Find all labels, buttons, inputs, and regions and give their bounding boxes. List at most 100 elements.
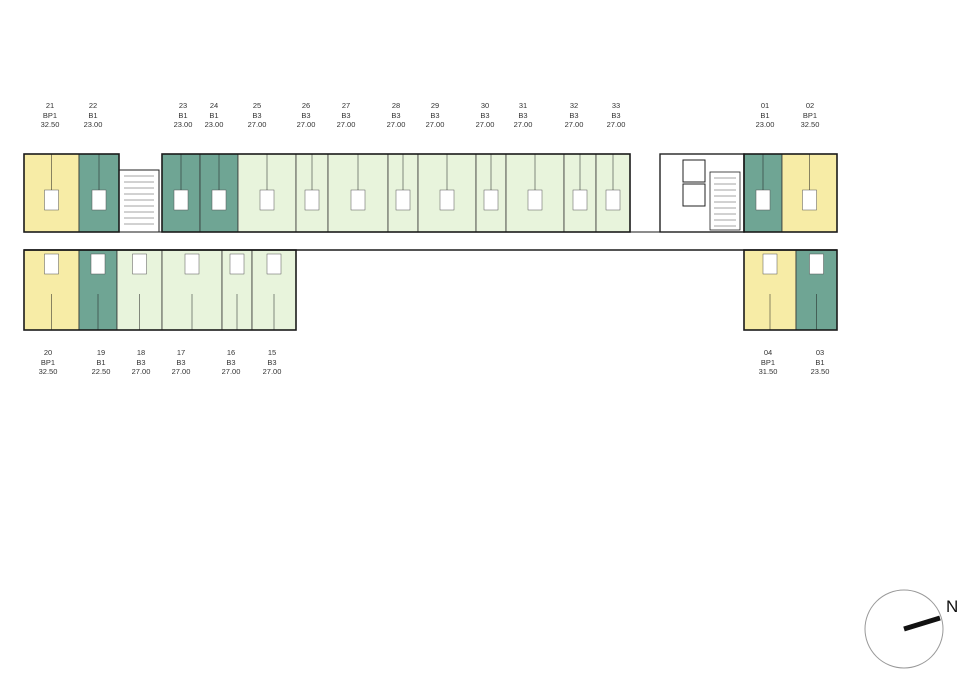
unit-type: B3 bbox=[341, 110, 351, 120]
corridor bbox=[24, 232, 837, 250]
bathroom-01 bbox=[755, 189, 771, 211]
unit-type: B1 bbox=[209, 110, 219, 120]
lift-shaft-1 bbox=[682, 159, 706, 183]
unit-type: B3 bbox=[611, 110, 621, 120]
unit-area: 27.00 bbox=[296, 120, 316, 129]
compass-needle bbox=[903, 615, 941, 632]
unit-type: B3 bbox=[176, 357, 186, 367]
unit-area: 27.00 bbox=[606, 120, 626, 129]
unit-type: B3 bbox=[252, 110, 262, 120]
unit-area: 31.50 bbox=[758, 367, 778, 376]
compass-circle bbox=[864, 589, 944, 669]
unit-area: 23.00 bbox=[204, 120, 224, 129]
compass-rose bbox=[864, 589, 944, 669]
unit-type: BP1 bbox=[802, 110, 818, 120]
unit-area: 23.50 bbox=[810, 367, 830, 376]
unit-no: 04 bbox=[763, 348, 773, 357]
unit-area: 23.00 bbox=[83, 120, 103, 129]
unit-area: 23.00 bbox=[755, 120, 775, 129]
unit-type: B1 bbox=[178, 110, 188, 120]
unit-type: B3 bbox=[391, 110, 401, 120]
unit-area: 27.00 bbox=[513, 120, 533, 129]
unit-no: 30 bbox=[480, 101, 490, 110]
outer-wall-n bbox=[161, 153, 631, 233]
unit-type: B3 bbox=[301, 110, 311, 120]
unit-no: 17 bbox=[176, 348, 186, 357]
unit-no: 22 bbox=[88, 101, 98, 110]
unit-type: BP1 bbox=[42, 110, 58, 120]
unit-type: B3 bbox=[518, 110, 528, 120]
bathroom-15 bbox=[266, 253, 282, 275]
unit-no: 32 bbox=[569, 101, 579, 110]
bathroom-27 bbox=[350, 189, 366, 211]
unit-no: 16 bbox=[226, 348, 236, 357]
bathroom-02 bbox=[802, 189, 817, 211]
bathroom-30 bbox=[483, 189, 499, 211]
stair-core-east bbox=[709, 171, 741, 231]
unit-no: 21 bbox=[45, 101, 55, 110]
unit-no: 27 bbox=[341, 101, 351, 110]
units-layer bbox=[23, 153, 838, 331]
bathroom-24 bbox=[211, 189, 227, 211]
unit-type: B3 bbox=[430, 110, 440, 120]
unit-type: B3 bbox=[480, 110, 490, 120]
unit-area: 32.50 bbox=[800, 120, 820, 129]
unit-no: 01 bbox=[760, 101, 770, 110]
compass-north-label: N bbox=[946, 597, 959, 616]
unit-no: 31 bbox=[518, 101, 528, 110]
bathroom-32 bbox=[572, 189, 588, 211]
unit-area: 27.00 bbox=[262, 367, 282, 376]
bathroom-20 bbox=[44, 253, 59, 275]
unit-area: 22.50 bbox=[91, 367, 111, 376]
bathroom-21 bbox=[44, 189, 59, 211]
outer-wall-nw bbox=[23, 153, 120, 233]
unit-no: 26 bbox=[301, 101, 311, 110]
unit-type: B1 bbox=[88, 110, 98, 120]
bathroom-04 bbox=[762, 253, 778, 275]
unit-no: 33 bbox=[611, 101, 621, 110]
bathroom-31 bbox=[527, 189, 543, 211]
unit-type: B1 bbox=[760, 110, 770, 120]
unit-area: 32.50 bbox=[38, 367, 58, 376]
bathroom-26 bbox=[304, 189, 320, 211]
unit-area: 27.00 bbox=[171, 367, 191, 376]
unit-no: 15 bbox=[267, 348, 277, 357]
unit-area: 27.00 bbox=[131, 367, 151, 376]
unit-no: 03 bbox=[815, 348, 825, 357]
unit-area: 27.00 bbox=[386, 120, 406, 129]
unit-area: 27.00 bbox=[221, 367, 241, 376]
unit-no: 19 bbox=[96, 348, 106, 357]
unit-type: B1 bbox=[815, 357, 825, 367]
outer-wall-sw bbox=[23, 249, 297, 331]
bathroom-25 bbox=[259, 189, 275, 211]
unit-area: 27.00 bbox=[247, 120, 267, 129]
unit-type: B3 bbox=[226, 357, 236, 367]
unit-type: B3 bbox=[136, 357, 146, 367]
walls-layer bbox=[23, 153, 838, 331]
bathroom-16 bbox=[229, 253, 245, 275]
unit-no: 23 bbox=[178, 101, 188, 110]
unit-no: 18 bbox=[136, 348, 146, 357]
bathroom-18 bbox=[132, 253, 147, 275]
unit-no: 02 bbox=[805, 101, 815, 110]
